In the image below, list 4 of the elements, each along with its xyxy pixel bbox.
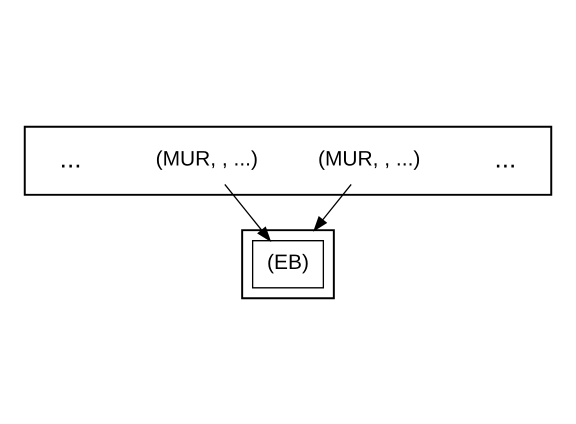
node-text: (MUR, , ...) [318,147,420,170]
node-text: (MUR, , ...) [156,147,258,170]
label: ... [494,142,516,173]
label: ... [60,142,82,173]
